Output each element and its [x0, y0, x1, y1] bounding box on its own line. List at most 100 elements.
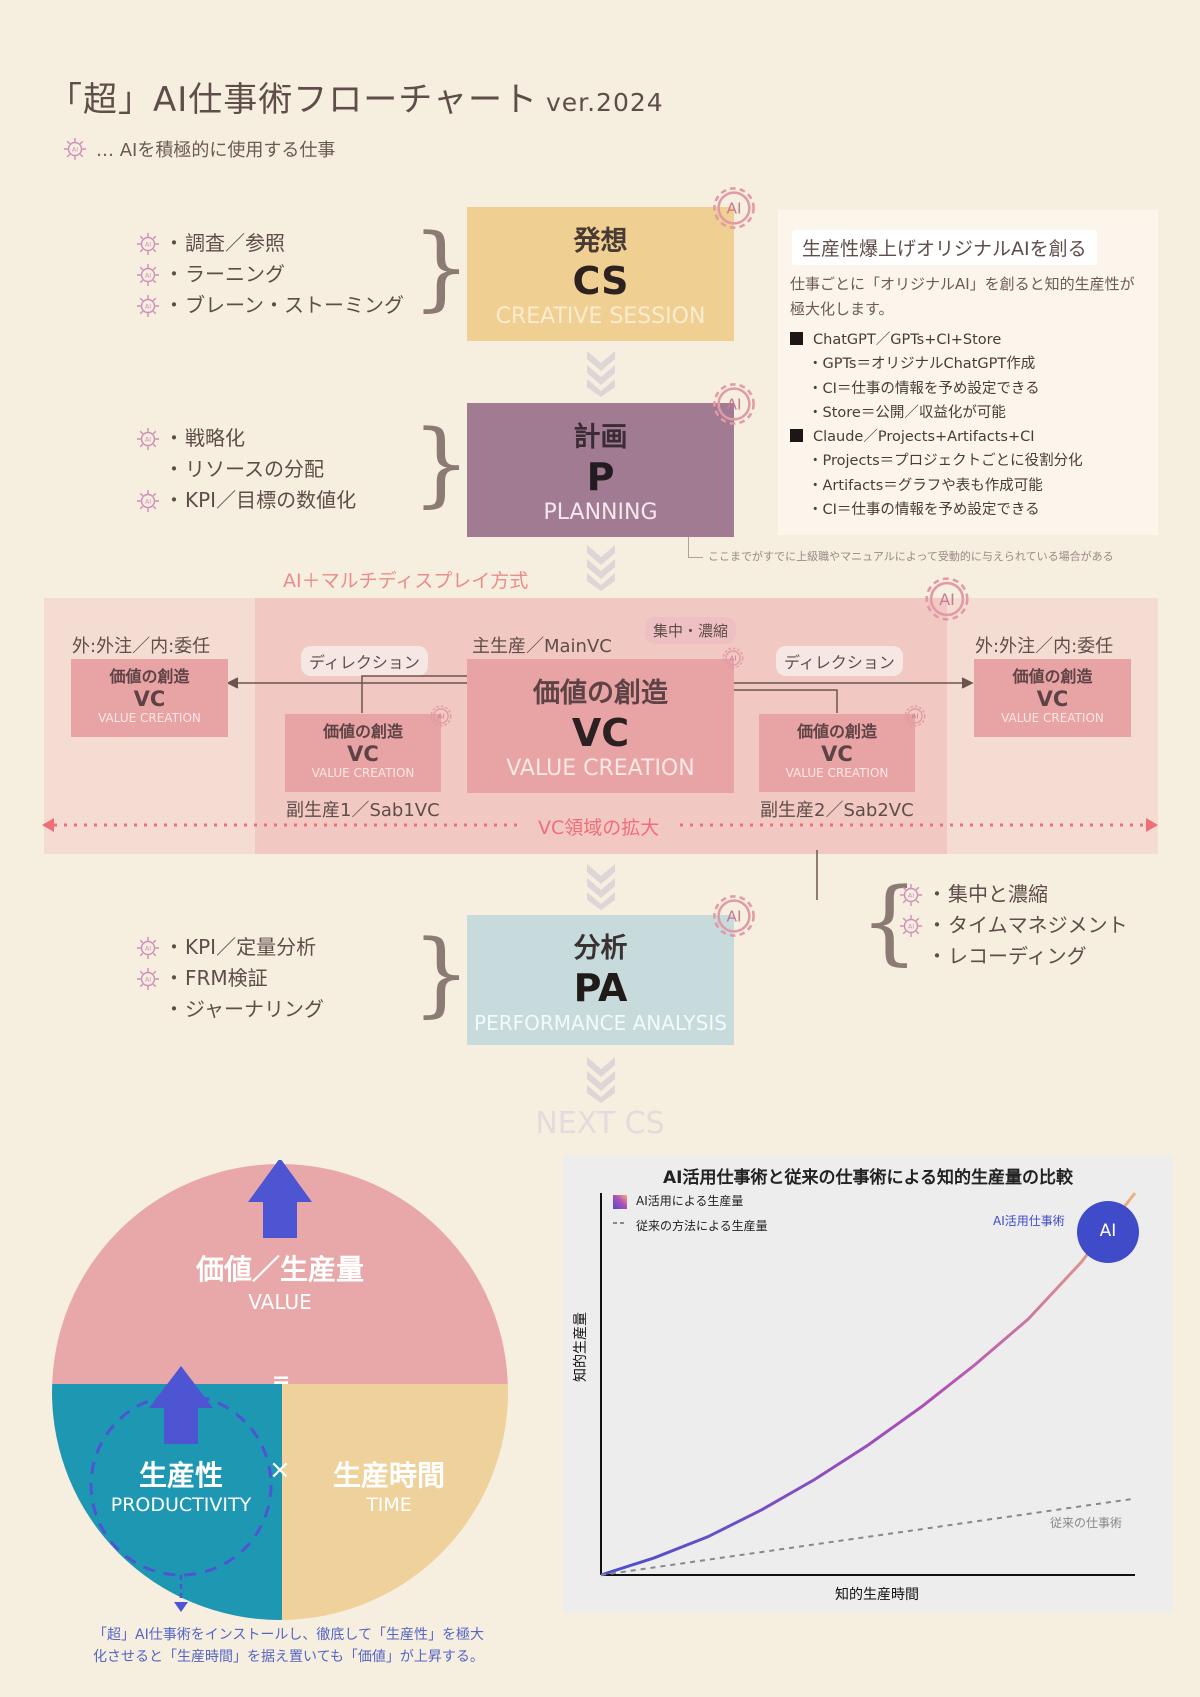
sub1-label: 副生産1／Sab1VC: [286, 800, 440, 821]
p-bullets: AI・戦略化 ・リソースの分配 AI・KPI／目標の数値化: [133, 423, 356, 516]
flow-arrow: [581, 541, 621, 591]
vc-abbr: VC: [347, 742, 379, 766]
list-item: AI・KPI／定量分析: [133, 932, 324, 963]
panel-item: ・Store＝公開／収益化が可能: [808, 404, 1006, 421]
vc-method-label: AI＋マルチディスプレイ方式: [283, 570, 529, 592]
panel-item: ・CI＝仕事の情報を予め設定できる: [808, 380, 1040, 397]
vc-abbr: VC: [821, 742, 853, 766]
svg-text:AI: AI: [72, 146, 78, 154]
svg-text:AI: AI: [145, 240, 151, 248]
list-item: AI・戦略化: [133, 423, 356, 454]
panel-item: ・Artifacts＝グラフや表も作成可能: [808, 477, 1043, 494]
svg-text:AI: AI: [145, 497, 151, 505]
p-box: 計画 P PLANNING: [467, 403, 734, 537]
flow-arrow: [581, 860, 621, 910]
svg-text:AI: AI: [726, 396, 741, 414]
ai-gear-icon: AI: [706, 180, 762, 236]
vc-jp: 価値の創造: [322, 722, 403, 741]
up-arrow-icon: [248, 1160, 312, 1238]
legend-ai-swatch: [613, 1195, 627, 1209]
pa-bullets: AI・KPI／定量分析 AI・FRM検証 ・ジャーナリング: [133, 932, 324, 1025]
title-text: 「超」AI仕事術フローチャート: [48, 80, 538, 120]
panel-item: ChatGPT／GPTs+CI+Store: [790, 328, 1083, 352]
ai-gear-icon: AI: [720, 645, 746, 671]
p-en: PLANNING: [543, 500, 658, 525]
cs-jp: 発想: [573, 226, 628, 257]
ai-gear-icon: AI: [135, 488, 161, 514]
bullet-text: 集中と濃縮: [948, 882, 1048, 906]
vc-en: VALUE CREATION: [785, 766, 889, 780]
ai-badge-text: AI: [1099, 1221, 1117, 1241]
vc-jp: 価値の創造: [796, 722, 877, 741]
note-connector: [688, 537, 703, 558]
direction-tag-left: ディレクション: [301, 646, 428, 676]
focus-tag: 集中・濃縮: [645, 617, 737, 644]
pie-time-en: TIME: [366, 1494, 412, 1516]
pa-box: 分析 PA PERFORMANCE ANALYSIS: [467, 915, 734, 1045]
svg-text:AI: AI: [145, 302, 151, 310]
vc-expand-label: VC領域の拡大: [538, 817, 660, 839]
direction-tag-right: ディレクション: [776, 646, 903, 676]
vc-connectors: [226, 675, 974, 900]
cs-brace: }: [412, 214, 471, 321]
outer-vc-right: 価値の創造 VC VALUE CREATION: [974, 659, 1131, 737]
ai-gear-icon: AI: [902, 703, 928, 729]
vc-en: VALUE CREATION: [1001, 711, 1104, 725]
list-item: AI・調査／参照: [133, 228, 404, 259]
list-item: AI・KPI／目標の数値化: [133, 485, 356, 516]
bullet-text: レコーディング: [948, 944, 1087, 968]
panel-text: 仕事ごとに「オリジナルAI」を創ると知的生産性が極大化します。: [790, 275, 1135, 318]
outer-vc-left: 価値の創造 VC VALUE CREATION: [71, 659, 228, 737]
vc-abbr: VC: [133, 687, 166, 711]
legend-conv-text: 従来の方法による生産量: [636, 1219, 768, 1233]
ai-gear-icon: AI: [135, 231, 161, 257]
bullet-text: FRM検証: [185, 966, 268, 990]
svg-text:AI: AI: [145, 271, 151, 279]
bullet-text: ラーニング: [185, 262, 285, 286]
bullet-text: ジャーナリング: [185, 997, 324, 1021]
panel-item: ・CI＝仕事の情報を予め設定できる: [808, 502, 1040, 519]
flow-arrow: [581, 1053, 621, 1103]
ai-gear-icon: AI: [135, 293, 161, 319]
svg-text:AI: AI: [908, 922, 914, 930]
pie-time-jp: 生産時間: [332, 1459, 445, 1492]
vc-en: VALUE CREATION: [98, 711, 201, 725]
bullet-text: 戦略化: [185, 426, 245, 450]
vc-brace: {: [860, 868, 919, 975]
pa-brace: }: [412, 920, 471, 1027]
vc-abbr: VC: [1036, 687, 1069, 711]
chart-title: AI活用仕事術と従来の仕事術による知的生産量の比較: [663, 1168, 1073, 1188]
bullet-text: タイムマネジメント: [948, 913, 1128, 937]
vc-abbr: VC: [571, 711, 630, 755]
panel-item: ・GPTs＝オリジナルChatGPT作成: [808, 356, 1036, 373]
ai-gear-icon: AI: [135, 935, 161, 961]
list-item: AI・タイムマネジメント: [896, 910, 1128, 941]
svg-text:AI: AI: [939, 590, 955, 609]
pa-jp: 分析: [573, 932, 628, 964]
pie-times: ×: [269, 1455, 291, 1485]
svg-text:AI: AI: [145, 944, 151, 952]
svg-text:AI: AI: [145, 975, 151, 983]
pa-en: PERFORMANCE ANALYSIS: [474, 1010, 727, 1035]
vc-en: VALUE CREATION: [311, 766, 415, 780]
svg-text:AI: AI: [730, 654, 737, 663]
ai-gear-icon: AI: [135, 966, 161, 992]
y-axis-label: 知的生産量: [573, 1312, 589, 1382]
svg-text:AI: AI: [438, 712, 445, 721]
p-brace: }: [412, 410, 471, 517]
cs-abbr: CS: [572, 259, 629, 303]
outer-label-left: 外:外注／内:委任: [72, 636, 211, 657]
bullet-text: KPI／目標の数値化: [185, 488, 357, 512]
svg-text:AI: AI: [145, 435, 151, 443]
list-item: AI・ラーニング: [133, 259, 404, 290]
bullet-text: 調査／参照: [185, 231, 285, 255]
pie-value-jp: 価値／生産量: [195, 1253, 364, 1286]
x-axis-label: 知的生産時間: [835, 1587, 919, 1603]
next-cs-label: NEXT CS: [535, 1106, 665, 1141]
title-version: ver.2024: [545, 88, 664, 117]
vc-en: VALUE CREATION: [506, 756, 695, 781]
ai-gear-icon: AI: [62, 136, 88, 162]
pie-value-en: VALUE: [248, 1290, 312, 1314]
vc-jp: 価値の創造: [1012, 667, 1093, 686]
